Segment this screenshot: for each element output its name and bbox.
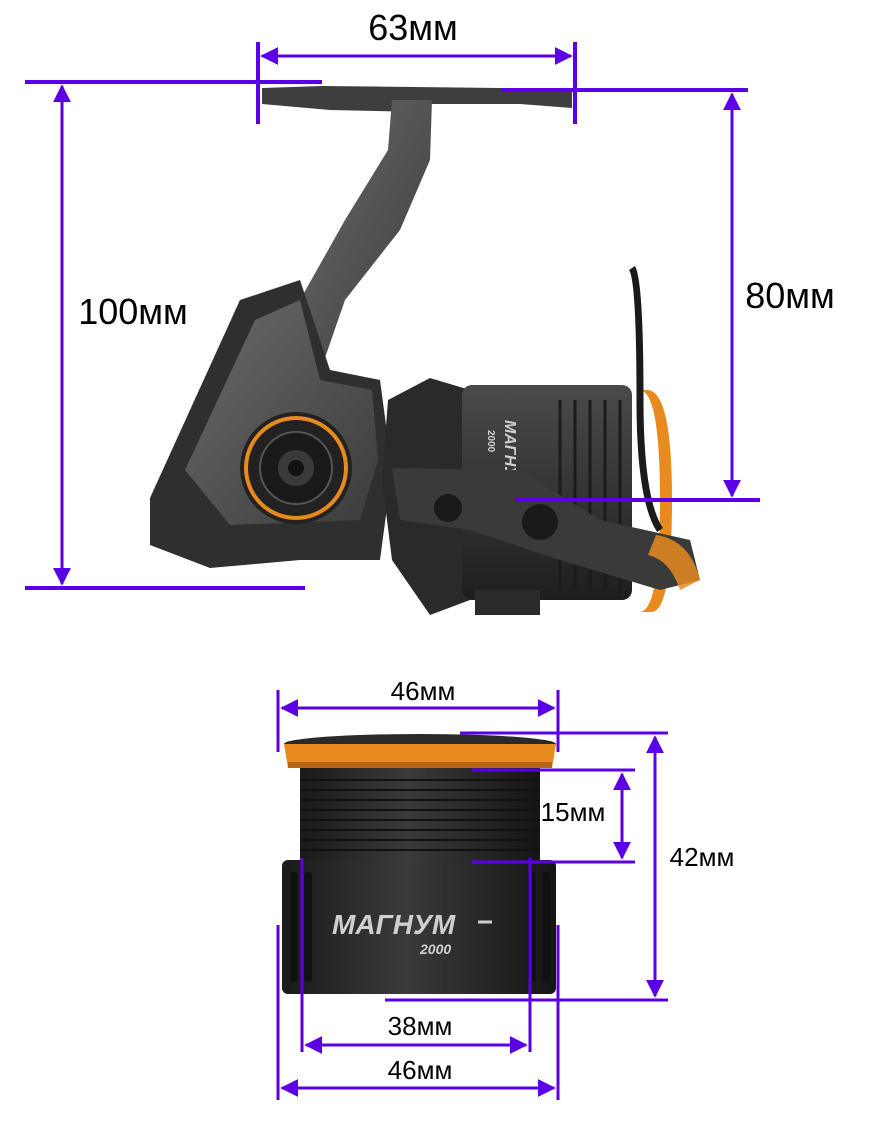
spool-brand-text: МАГНУМ <box>332 909 456 940</box>
reel-height-label: 100мм <box>78 291 188 332</box>
spool-dimension-lines <box>276 690 668 1100</box>
reel-dimension-lines <box>25 42 760 590</box>
reel-width-label: 63мм <box>368 7 458 48</box>
spool-model-text: 2000 <box>419 941 451 957</box>
reel-depth-label: 80мм <box>745 275 835 316</box>
spool-bottom-width-label: 46мм <box>388 1055 453 1085</box>
spool-inner-width-label: 38мм <box>388 1011 453 1041</box>
spool-line-depth-label: 15мм <box>541 797 606 827</box>
spinning-reel-illustration: МАГНУМ 2000 <box>150 86 700 615</box>
spool-top-width-label: 46мм <box>391 676 456 706</box>
spool-illustration: МАГНУМ 2000 <box>282 734 556 994</box>
spool-height-label: 42мм <box>670 842 735 872</box>
reel-model-text: 2000 <box>485 430 496 453</box>
